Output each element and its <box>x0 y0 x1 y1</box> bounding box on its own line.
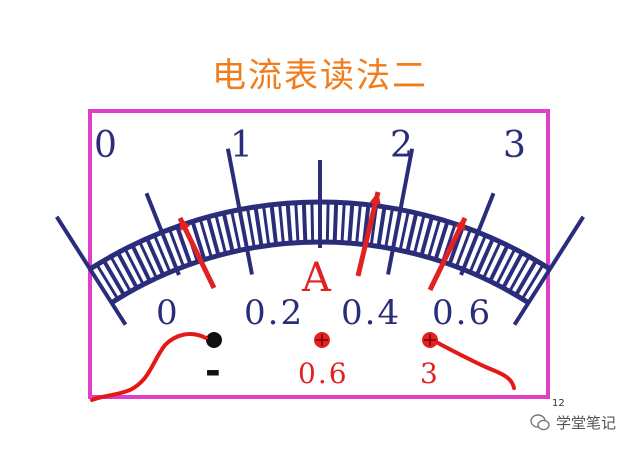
wechat-icon <box>530 413 550 430</box>
minor-tick <box>501 251 524 289</box>
minor-tick <box>488 244 510 283</box>
minor-tick <box>145 237 166 276</box>
fine-tick <box>412 214 426 255</box>
scale-arc <box>55 148 585 326</box>
minor-tick <box>474 237 495 276</box>
fine-tick <box>355 203 362 244</box>
meter-frame <box>88 109 550 399</box>
bottom-tick-label-0-4: 0.4 <box>341 293 402 333</box>
fine-tick <box>95 263 120 300</box>
top-tick-label-2: 2 <box>390 125 413 166</box>
major-tick <box>225 148 254 275</box>
pointer-arrowhead-0 <box>180 218 191 231</box>
fine-tick <box>294 202 300 243</box>
slide-title: 电流表读法二 <box>212 56 428 96</box>
wire-right <box>436 341 516 390</box>
minor-tick <box>285 203 293 244</box>
negative-terminal-label: - <box>205 349 221 393</box>
top-tick-label-0: 0 <box>94 125 117 166</box>
bottom-tick-label-0-2: 0.2 <box>244 293 305 333</box>
minor-tick <box>206 216 221 257</box>
minor-tick <box>269 204 279 245</box>
major-tick <box>386 148 415 275</box>
fine-tick <box>123 248 145 286</box>
fine-tick <box>495 248 517 286</box>
minor-tick <box>190 220 207 261</box>
minor-tick <box>301 202 308 243</box>
bottom-tick-label-0-6: 0.6 <box>432 293 493 333</box>
minor-tick <box>405 212 419 253</box>
fine-tick <box>310 202 315 243</box>
fine-tick <box>508 255 531 293</box>
fine-tick <box>384 207 394 248</box>
fine-tick <box>340 202 346 243</box>
pointer-arrow-0 <box>177 216 217 290</box>
minor-tick <box>347 203 355 244</box>
negative-terminal <box>206 332 222 348</box>
minor-tick <box>253 206 264 247</box>
minor-tick <box>447 225 465 265</box>
watermark: 学堂笔记 <box>530 412 616 433</box>
fine-tick <box>246 207 256 248</box>
unit-label: A <box>302 255 331 301</box>
pointer-arrow-1 <box>355 191 381 277</box>
major-tick <box>55 215 128 326</box>
fine-tick <box>455 228 472 268</box>
bottom-tick-label-0: 0 <box>156 293 180 333</box>
fine-tick <box>262 205 271 246</box>
terminal-3-cross <box>424 334 436 346</box>
terminal-0-6-label: 0.6 <box>298 357 349 390</box>
minor-tick <box>419 216 434 257</box>
terminal-3-label: 3 <box>420 357 440 390</box>
watermark-text: 学堂笔记 <box>556 414 617 432</box>
fine-tick <box>214 214 228 255</box>
pointer-arrowhead-1 <box>369 192 381 205</box>
fine-tick <box>198 218 213 258</box>
major-tick <box>512 215 585 326</box>
fine-tick <box>153 234 172 273</box>
minor-tick <box>221 212 235 253</box>
half-tick <box>144 192 181 276</box>
fine-tick <box>468 234 487 273</box>
fine-tick <box>482 241 502 279</box>
minor-tick <box>376 206 387 247</box>
terminal-0-6-cross <box>316 334 328 346</box>
pointer-arrowhead-2 <box>454 218 465 231</box>
half-tick <box>459 192 496 276</box>
wire-left <box>90 332 208 402</box>
top-tick-label-1: 1 <box>230 125 253 166</box>
fine-tick <box>230 210 242 251</box>
fine-tick <box>520 263 545 300</box>
fine-tick <box>427 218 442 258</box>
fine-tick <box>325 202 330 243</box>
minor-tick <box>102 259 126 297</box>
minor-tick <box>175 225 193 265</box>
minor-tick <box>433 220 450 261</box>
minor-tick <box>332 202 339 243</box>
fine-tick <box>109 255 132 293</box>
minor-tick <box>130 244 152 283</box>
pointer-arrow-2 <box>427 216 468 292</box>
fine-tick <box>398 210 410 251</box>
fine-tick <box>278 203 285 244</box>
page-number: 12 <box>552 398 565 409</box>
minor-tick <box>514 259 538 297</box>
pointer-arrows <box>177 191 468 292</box>
minor-tick <box>116 251 139 289</box>
top-tick-label-3: 3 <box>503 125 526 166</box>
fine-tick <box>138 241 158 279</box>
fine-tick <box>168 228 185 268</box>
